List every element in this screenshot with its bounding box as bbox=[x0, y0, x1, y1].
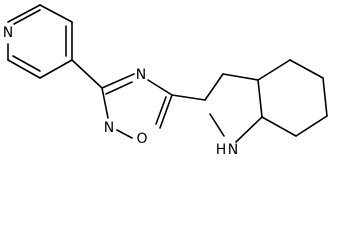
bond bbox=[209, 113, 225, 137]
bond bbox=[159, 94, 173, 129]
bond bbox=[289, 59, 324, 79]
bond bbox=[101, 87, 109, 119]
bond bbox=[204, 73, 224, 101]
bond-inner bbox=[12, 55, 41, 72]
bond-inner bbox=[105, 81, 133, 95]
bond bbox=[116, 129, 133, 139]
atom-label-n2: N bbox=[104, 120, 114, 136]
bond-inner bbox=[155, 96, 167, 125]
bond bbox=[39, 4, 73, 23]
bond bbox=[261, 116, 297, 137]
bond bbox=[39, 59, 73, 79]
atom-label-o1: O bbox=[136, 131, 147, 147]
octahydroindole bbox=[204, 59, 328, 143]
pyridine-ring bbox=[7, 4, 73, 79]
atom-label-pyridine-n: N bbox=[3, 25, 13, 41]
bond bbox=[257, 79, 263, 118]
bond-link bbox=[71, 59, 103, 89]
bond bbox=[257, 59, 291, 81]
bond bbox=[7, 4, 41, 23]
oxadiazole-ring bbox=[101, 73, 173, 139]
bond-inner bbox=[13, 9, 41, 25]
atom-label-indoline-h: H bbox=[216, 142, 227, 158]
atom-label-indoline-n: N bbox=[228, 142, 238, 158]
bond bbox=[147, 79, 173, 96]
structure-diagram: N N N O H N bbox=[3, 4, 328, 158]
bond bbox=[222, 73, 259, 81]
bond bbox=[295, 115, 328, 137]
bond-link bbox=[171, 94, 206, 101]
bond bbox=[101, 73, 135, 89]
bond bbox=[235, 116, 263, 143]
atom-label-n4: N bbox=[136, 67, 146, 83]
bond bbox=[322, 77, 328, 117]
bond bbox=[7, 59, 41, 79]
